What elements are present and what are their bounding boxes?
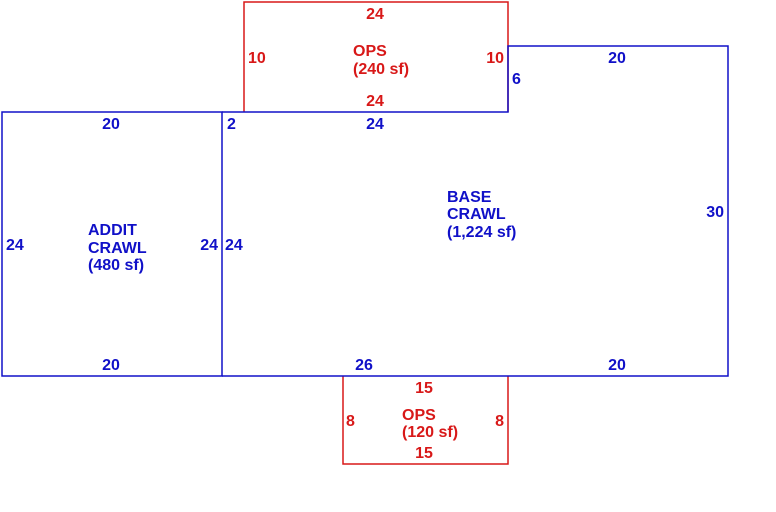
base-name-line1: BASE <box>447 189 492 206</box>
ops-top-dim-bottom: 24 <box>366 93 384 110</box>
base-area: (1,224 sf) <box>447 224 516 241</box>
base-dim-bottom-left: 26 <box>355 357 373 374</box>
ops-bottom-name: OPS <box>402 407 436 424</box>
ops-top-dim-right: 10 <box>486 50 504 67</box>
addit-crawl-outline <box>1 111 223 377</box>
addit-name-line1: ADDIT <box>88 222 137 239</box>
base-dim-bottom-right: 20 <box>608 357 626 374</box>
ops-top-area: (240 sf) <box>353 61 409 78</box>
base-dim-top-left: 2 <box>227 116 236 133</box>
addit-dim-top: 20 <box>102 116 120 133</box>
addit-name-line2: CRAWL <box>88 240 147 257</box>
ops-bottom-dim-top: 15 <box>415 380 433 397</box>
addit-dim-right: 24 <box>200 237 218 254</box>
addit-dim-left: 24 <box>6 237 24 254</box>
base-crawl-outline <box>222 45 729 377</box>
ops-top-dim-top: 24 <box>366 6 384 23</box>
base-name-line2: CRAWL <box>447 206 506 223</box>
base-dim-top-right: 20 <box>608 50 626 67</box>
addit-area: (480 sf) <box>88 257 144 274</box>
addit-dim-bottom: 20 <box>102 357 120 374</box>
ops-bottom-dim-left: 8 <box>346 413 355 430</box>
ops-bottom-dim-right: 8 <box>495 413 504 430</box>
base-dim-step: 6 <box>512 71 521 88</box>
ops-bottom-outline <box>342 376 509 465</box>
base-dim-right: 30 <box>706 204 724 221</box>
ops-bottom-area: (120 sf) <box>402 424 458 441</box>
base-dim-top-mid: 24 <box>366 116 384 133</box>
ops-top-dim-left: 10 <box>248 50 266 67</box>
ops-bottom-dim-bottom: 15 <box>415 445 433 462</box>
base-dim-left: 24 <box>225 237 243 254</box>
ops-top-name: OPS <box>353 43 387 60</box>
